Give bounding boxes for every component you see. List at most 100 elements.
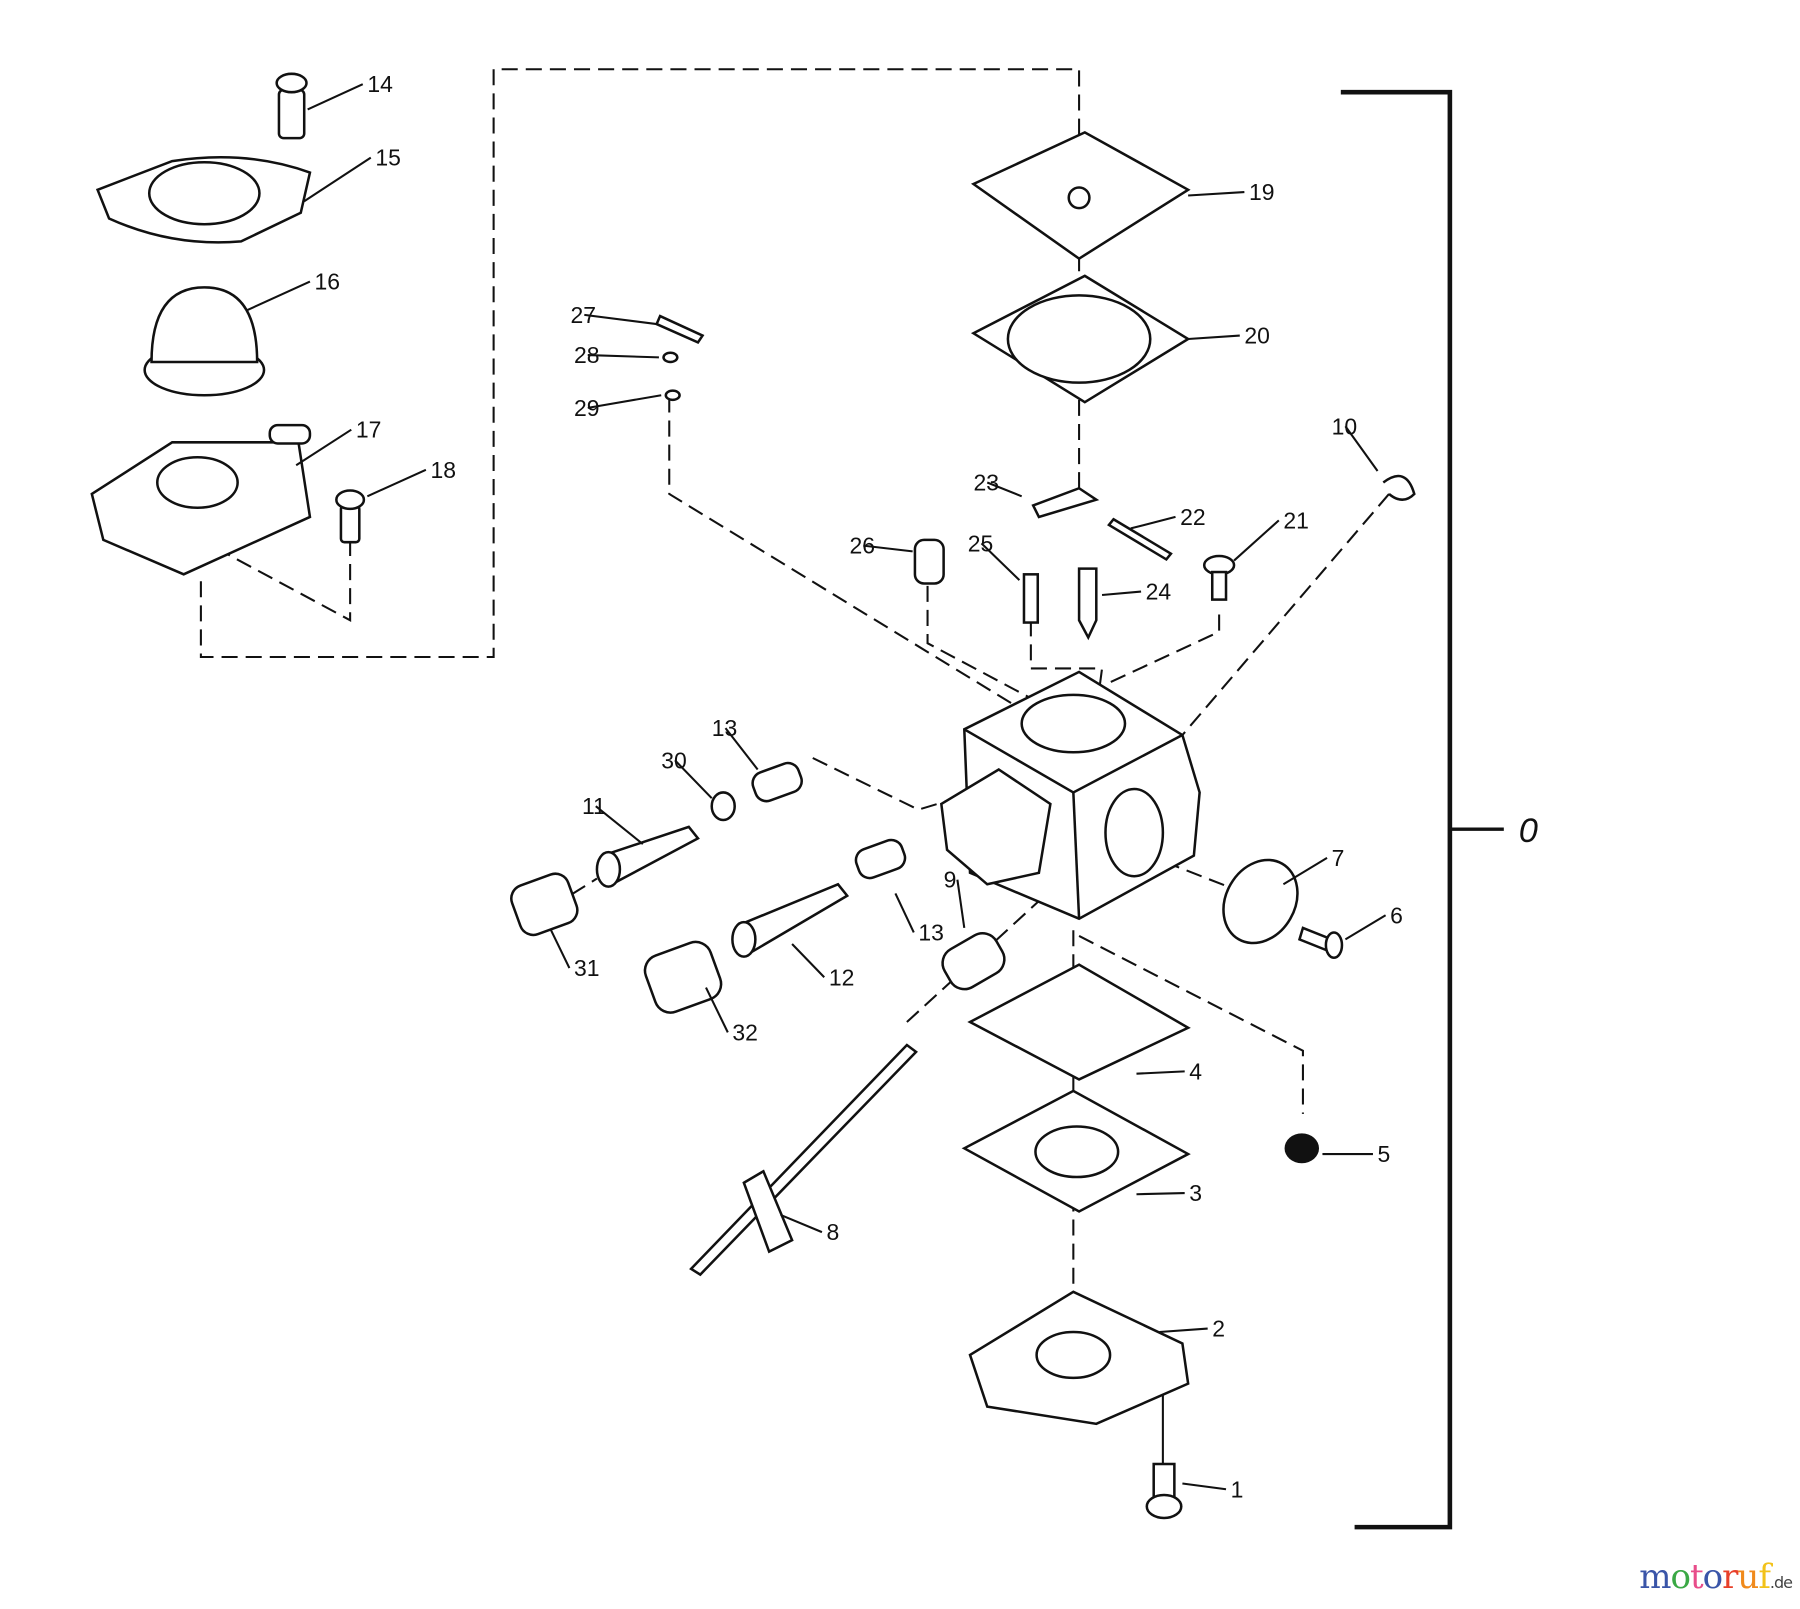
part-23-lever xyxy=(1031,486,1100,519)
callout-14: 14 xyxy=(367,71,393,97)
callout-28: 28 xyxy=(574,342,600,368)
callout-1: 1 xyxy=(1231,1476,1244,1502)
watermark-letter: m xyxy=(1639,1557,1671,1597)
callout-17: 17 xyxy=(356,417,382,443)
leader-line-27 xyxy=(584,313,657,326)
leader-line-24 xyxy=(1101,590,1142,597)
leader-line-29 xyxy=(587,394,662,409)
callout-27: 27 xyxy=(571,302,597,328)
leader-line-9 xyxy=(956,879,966,929)
callout-32: 32 xyxy=(732,1019,758,1045)
part-22-pin xyxy=(1107,517,1173,562)
callout-13: 13 xyxy=(712,715,738,741)
part-17-pump-cover xyxy=(90,423,312,576)
part-26-cap xyxy=(913,538,945,585)
part-11-needle-screw xyxy=(595,825,700,888)
watermark-letter: o xyxy=(1670,1557,1692,1597)
callout-11: 11 xyxy=(582,793,606,819)
leader-line-12 xyxy=(791,943,825,978)
leader-line-15 xyxy=(303,156,372,203)
callout-22: 22 xyxy=(1180,504,1206,530)
part-12-needle-screw xyxy=(731,882,850,958)
part-4-gasket xyxy=(967,963,1191,1081)
watermark-suffix: .de xyxy=(1769,1573,1793,1592)
part-13-spring xyxy=(751,761,803,803)
leader-line-28 xyxy=(587,354,659,359)
leader-line-3 xyxy=(1136,1192,1185,1196)
callout-labels: 1234567891011121313141516171819202122232… xyxy=(315,71,1403,1502)
part-27-lever-pin xyxy=(654,314,705,345)
assembly-label: 0 xyxy=(1519,812,1538,850)
part-24-needle xyxy=(1077,567,1098,641)
watermark-letter: o xyxy=(1702,1557,1724,1597)
part-19-diaphragm xyxy=(970,130,1191,261)
leader-line-20 xyxy=(1188,334,1240,341)
callout-2: 2 xyxy=(1212,1316,1225,1342)
leader-line-2 xyxy=(1159,1327,1208,1334)
leader-line-11 xyxy=(595,805,644,845)
callout-24: 24 xyxy=(1146,579,1172,605)
part-15-gasket xyxy=(95,155,312,244)
part-25-spring xyxy=(1022,573,1040,624)
leader-line-22 xyxy=(1130,515,1176,530)
part-6-screw xyxy=(1297,926,1344,960)
callout-12: 12 xyxy=(829,964,855,990)
part-31-limiter-cap xyxy=(510,872,579,937)
motoruf-watermark: motoruf.de xyxy=(1639,1557,1793,1597)
watermark-letter: u xyxy=(1737,1557,1759,1597)
callout-16: 16 xyxy=(315,269,341,295)
part-18-screw xyxy=(335,489,366,544)
leader-line-8 xyxy=(780,1213,823,1234)
leader-line-30 xyxy=(674,759,713,799)
leader-line-19 xyxy=(1188,191,1245,197)
callout-19: 19 xyxy=(1249,179,1275,205)
callout-20: 20 xyxy=(1244,323,1270,349)
leader-line-1 xyxy=(1182,1482,1227,1491)
callout-6: 6 xyxy=(1390,902,1403,928)
callout-26: 26 xyxy=(849,533,875,559)
leader-line-16 xyxy=(246,280,311,312)
callout-4: 4 xyxy=(1189,1058,1202,1084)
part-carburetor-body xyxy=(939,670,1201,921)
callout-25: 25 xyxy=(968,530,994,556)
part-7-throttle-plate xyxy=(1222,858,1299,945)
leader-line-23 xyxy=(986,481,1023,498)
callout-30: 30 xyxy=(661,747,687,773)
part-16-primer-bulb xyxy=(143,286,266,397)
part-32-limiter-cap xyxy=(643,940,723,1014)
callout-8: 8 xyxy=(827,1219,840,1245)
leader-line-18 xyxy=(366,468,427,498)
leader-line-14 xyxy=(307,83,364,111)
leader-line-17 xyxy=(295,428,352,467)
watermark-letter: t xyxy=(1689,1557,1704,1597)
callout-13: 13 xyxy=(918,920,944,946)
leader-line-32 xyxy=(705,987,729,1033)
watermark-letter: r xyxy=(1722,1557,1738,1597)
part-30-washer xyxy=(710,791,736,822)
callout-leaders xyxy=(246,83,1387,1491)
part-21-screw xyxy=(1202,554,1236,601)
part-8-throttle-shaft xyxy=(689,1043,918,1277)
callout-21: 21 xyxy=(1283,507,1309,533)
part-1-screw xyxy=(1145,1462,1183,1520)
callout-5: 5 xyxy=(1378,1141,1391,1167)
callout-31: 31 xyxy=(574,955,600,981)
leader-line-6 xyxy=(1344,914,1387,941)
leader-line-21 xyxy=(1233,519,1280,562)
part-13-spring-2 xyxy=(854,838,907,880)
leader-line-7 xyxy=(1282,856,1328,886)
callout-15: 15 xyxy=(375,145,401,171)
leader-line-13 xyxy=(894,893,915,933)
part-9-spring xyxy=(941,932,1006,991)
part-20-gasket xyxy=(970,274,1191,404)
callout-7: 7 xyxy=(1332,845,1345,871)
leader-line-13 xyxy=(724,727,759,771)
callout-23: 23 xyxy=(973,470,999,496)
leader-line-10 xyxy=(1344,425,1379,472)
callout-29: 29 xyxy=(574,395,600,421)
assembly-bracket xyxy=(1340,89,1504,1530)
callout-18: 18 xyxy=(430,457,456,483)
part-2-pump-body xyxy=(968,1290,1190,1426)
callout-10: 10 xyxy=(1332,413,1358,439)
